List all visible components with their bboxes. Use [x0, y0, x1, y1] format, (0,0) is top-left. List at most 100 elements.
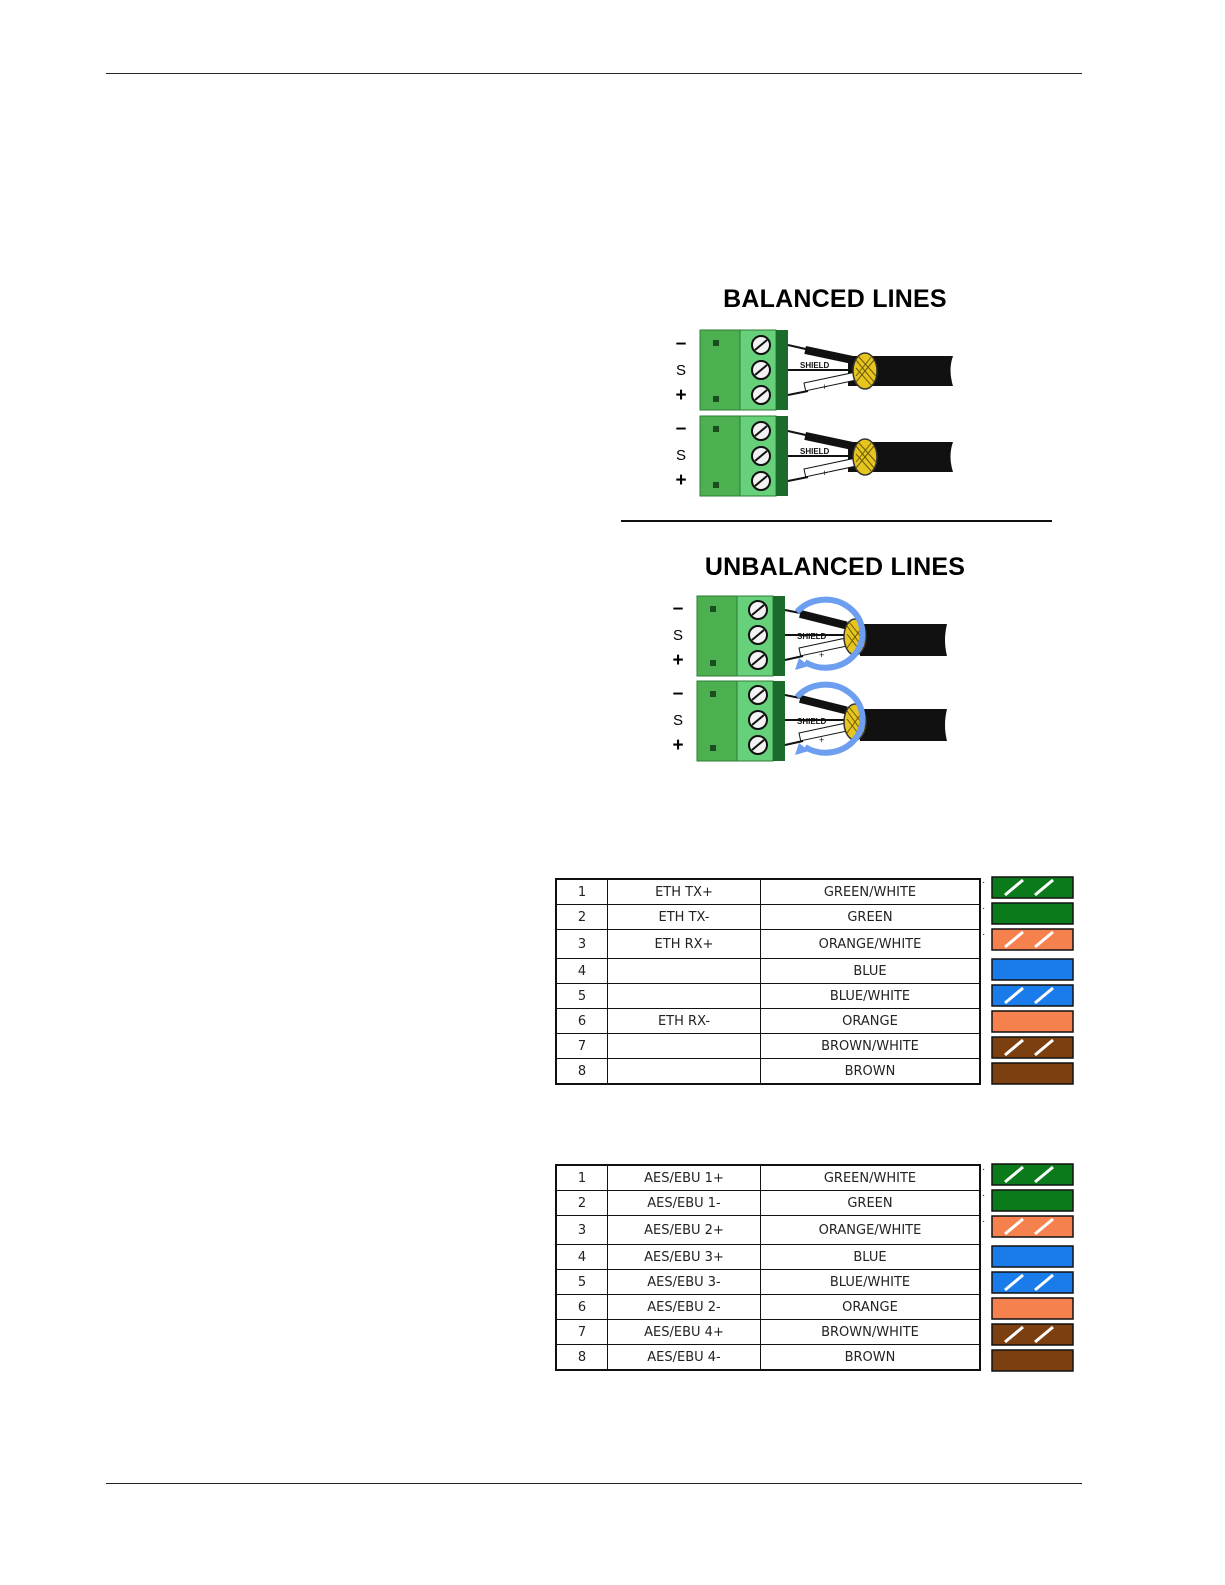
shield-label: S — [672, 712, 683, 729]
signal-cell: AES/EBU 4- — [607, 1344, 761, 1371]
screw-terminal-icon — [748, 735, 768, 755]
shield-label: S — [672, 627, 683, 644]
striped-wire-swatch — [991, 984, 1074, 1007]
striped-wire-swatch — [991, 1036, 1074, 1059]
table-row: 4 BLUE — [555, 958, 981, 984]
screw-terminal-icon — [748, 625, 768, 645]
balanced-lines-title: BALANCED LINES — [723, 285, 947, 313]
plus-wire-label: + — [822, 468, 827, 478]
wire-color-swatch — [982, 1035, 1077, 1061]
connector-block-2: SHIELD + — [699, 415, 953, 497]
solid-wire-swatch — [991, 1189, 1074, 1212]
pin-cell: 2 — [555, 1190, 608, 1216]
solid-wire-swatch — [991, 1349, 1074, 1372]
shield-label: S — [675, 447, 686, 464]
wire-color-cell: ORANGE — [760, 1294, 981, 1320]
striped-wire-swatch — [991, 1215, 1074, 1238]
wire-color-cell: BROWN/WHITE — [760, 1033, 981, 1059]
signal-cell: ETH TX+ — [607, 878, 761, 905]
connector-block-1: SHIELD + — [696, 595, 947, 677]
wire-color-cell: GREEN — [760, 904, 981, 930]
solid-wire-swatch — [991, 958, 1074, 981]
striped-wire-swatch — [991, 876, 1074, 899]
unbalanced-lines-title: UNBALANCED LINES — [704, 553, 966, 581]
pin-cell: 1 — [555, 1164, 608, 1191]
diagram-divider — [621, 520, 1052, 522]
shield-wire-label: SHIELD — [800, 447, 830, 456]
signal-cell: ETH RX- — [607, 1008, 761, 1034]
minus-label: – — [672, 683, 684, 704]
wire-color-cell: BLUE — [760, 958, 981, 984]
wire-color-cell: BLUE — [760, 1244, 981, 1270]
wire-color-swatch — [982, 983, 1077, 1009]
wire-color-cell: BROWN — [760, 1058, 981, 1085]
solid-wire-swatch — [991, 902, 1074, 925]
signal-cell: ETH TX- — [607, 904, 761, 930]
screw-terminal-icon — [751, 446, 771, 466]
pin-cell: 3 — [555, 929, 608, 959]
screw-terminal-icon — [748, 650, 768, 670]
marker-dot: · — [982, 903, 986, 914]
plus-label: + — [675, 470, 687, 491]
pin-cell: 5 — [555, 1269, 608, 1295]
signal-cell: AES/EBU 3+ — [607, 1244, 761, 1270]
solid-wire-swatch — [991, 1010, 1074, 1033]
wire-color-swatch — [982, 1348, 1077, 1374]
shield-wire-label: SHIELD — [797, 632, 827, 641]
signal-cell — [607, 983, 761, 1009]
connector-block-2: SHIELD + — [696, 680, 947, 762]
pin-cell: 8 — [555, 1344, 608, 1371]
wire-color-swatch: · — [982, 875, 1077, 901]
plus-label: + — [672, 735, 684, 756]
signal-cell — [607, 958, 761, 984]
signal-cell: AES/EBU 4+ — [607, 1319, 761, 1345]
wire-color-swatch: · — [982, 901, 1077, 927]
connector-block-1: SHIELD + — [699, 329, 953, 411]
striped-wire-swatch — [991, 928, 1074, 951]
wire-color-cell: GREEN/WHITE — [760, 878, 981, 905]
marker-dot: · — [982, 1190, 986, 1201]
unbalanced-connectors-illustration: SHIELD + SHIELD + — [696, 595, 947, 762]
minus-label: – — [675, 418, 687, 439]
shield-wire-label: SHIELD — [797, 717, 827, 726]
screw-terminal-icon — [751, 385, 771, 405]
striped-wire-swatch — [991, 1271, 1074, 1294]
screw-terminal-icon — [751, 360, 771, 380]
signal-cell: AES/EBU 2+ — [607, 1215, 761, 1245]
signal-cell: ETH RX+ — [607, 929, 761, 959]
signal-cell: AES/EBU 2- — [607, 1294, 761, 1320]
shield-wire-label: SHIELD — [800, 361, 830, 370]
minus-label: – — [675, 333, 687, 354]
pin-cell: 6 — [555, 1294, 608, 1320]
wire-color-cell: ORANGE/WHITE — [760, 1215, 981, 1245]
plus-wire-label: + — [819, 650, 824, 660]
wire-color-cell: BROWN/WHITE — [760, 1319, 981, 1345]
pin-cell: 4 — [555, 958, 608, 984]
wire-color-swatch: · — [982, 1162, 1077, 1188]
wire-color-cell: GREEN — [760, 1190, 981, 1216]
pin-cell: 1 — [555, 878, 608, 905]
screw-terminal-icon — [748, 685, 768, 705]
signal-cell — [607, 1033, 761, 1059]
footer-rule — [106, 1483, 1082, 1484]
striped-wire-swatch — [991, 1323, 1074, 1346]
wire-color-cell: BLUE/WHITE — [760, 983, 981, 1009]
screw-terminal-icon — [748, 710, 768, 730]
pin-cell: 8 — [555, 1058, 608, 1085]
solid-wire-swatch — [991, 1297, 1074, 1320]
shield-label: S — [675, 362, 686, 379]
wire-color-cell: BROWN — [760, 1344, 981, 1371]
